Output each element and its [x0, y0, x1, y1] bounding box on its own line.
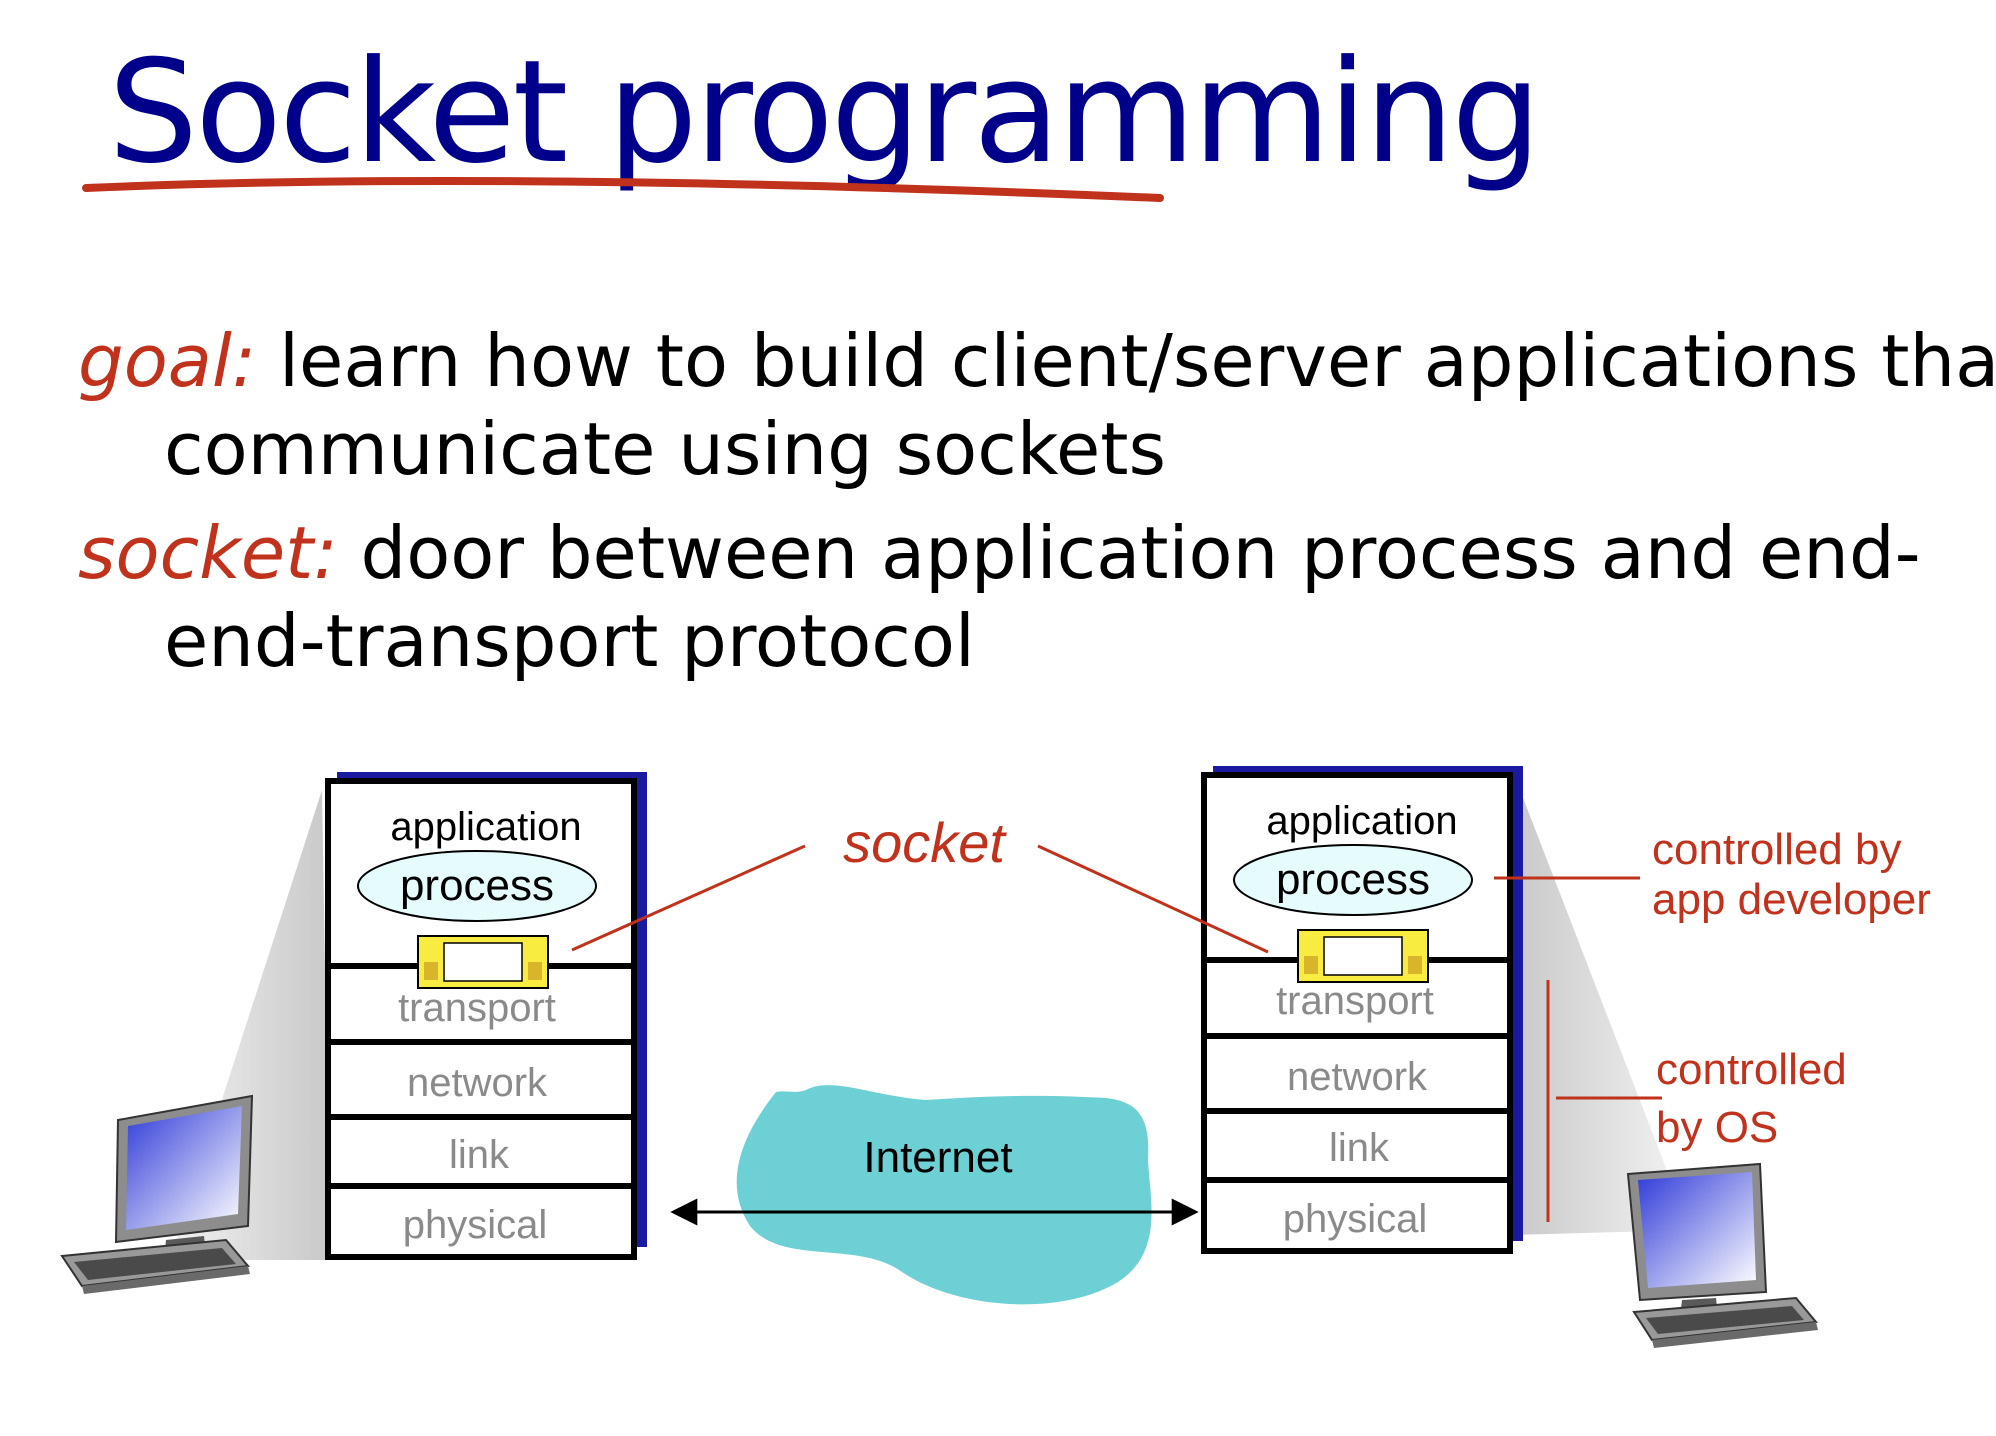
- app-developer-label-line1: controlled by: [1652, 825, 1901, 874]
- right-host-beam: [1512, 790, 1690, 1235]
- os-label-line2: by OS: [1656, 1103, 1778, 1152]
- right-process-label: process: [1276, 855, 1430, 904]
- right-layer-transport: transport: [1276, 979, 1434, 1023]
- left-process-label: process: [400, 861, 554, 910]
- right-layer-link: link: [1329, 1126, 1390, 1170]
- right-layer-physical: physical: [1283, 1197, 1428, 1241]
- right-application-label: application: [1266, 799, 1457, 843]
- computer-icon: [1626, 1162, 1818, 1348]
- left-layer-transport: transport: [398, 986, 556, 1030]
- socket-term: socket:: [78, 511, 338, 595]
- goal-line2: communicate using sockets: [164, 406, 1166, 491]
- left-layer-physical: physical: [403, 1203, 548, 1247]
- right-layer-network: network: [1287, 1055, 1428, 1099]
- cloud-icon: [736, 1085, 1152, 1305]
- left-protocol-stack: application process transport network li…: [325, 772, 647, 1260]
- slide-title: Socket programming: [108, 30, 1541, 195]
- socket-door-icon: [417, 935, 549, 989]
- left-process-oval: [357, 850, 597, 922]
- socket-pointer-left: [571, 844, 806, 952]
- left-stack-frame: [325, 778, 637, 1260]
- computer-icon: [60, 1094, 254, 1294]
- left-application-label: application: [390, 805, 581, 849]
- socket-line1: door between application process and end…: [337, 511, 1921, 595]
- goal-term: goal:: [78, 319, 257, 403]
- left-layer-network: network: [407, 1061, 548, 1105]
- bullet-goal: goal: learn how to build client/server a…: [78, 318, 1996, 494]
- title-underline: [82, 176, 1164, 202]
- os-label-line1: controlled: [1656, 1045, 1847, 1094]
- internet-label: Internet: [863, 1133, 1012, 1182]
- bullet-socket: socket: door between application process…: [78, 510, 1921, 686]
- goal-line1: learn how to build client/server applica…: [256, 319, 1996, 403]
- left-layer-link: link: [449, 1133, 510, 1177]
- right-protocol-stack: application process transport network li…: [1201, 766, 1523, 1254]
- right-process-oval: [1233, 844, 1473, 916]
- socket-line2: end-transport protocol: [164, 598, 975, 683]
- socket-door-icon: [1297, 929, 1429, 983]
- socket-callout-label: socket: [843, 811, 1007, 874]
- app-developer-label-line2: app developer: [1652, 875, 1931, 924]
- socket-pointer-right: [1037, 844, 1269, 954]
